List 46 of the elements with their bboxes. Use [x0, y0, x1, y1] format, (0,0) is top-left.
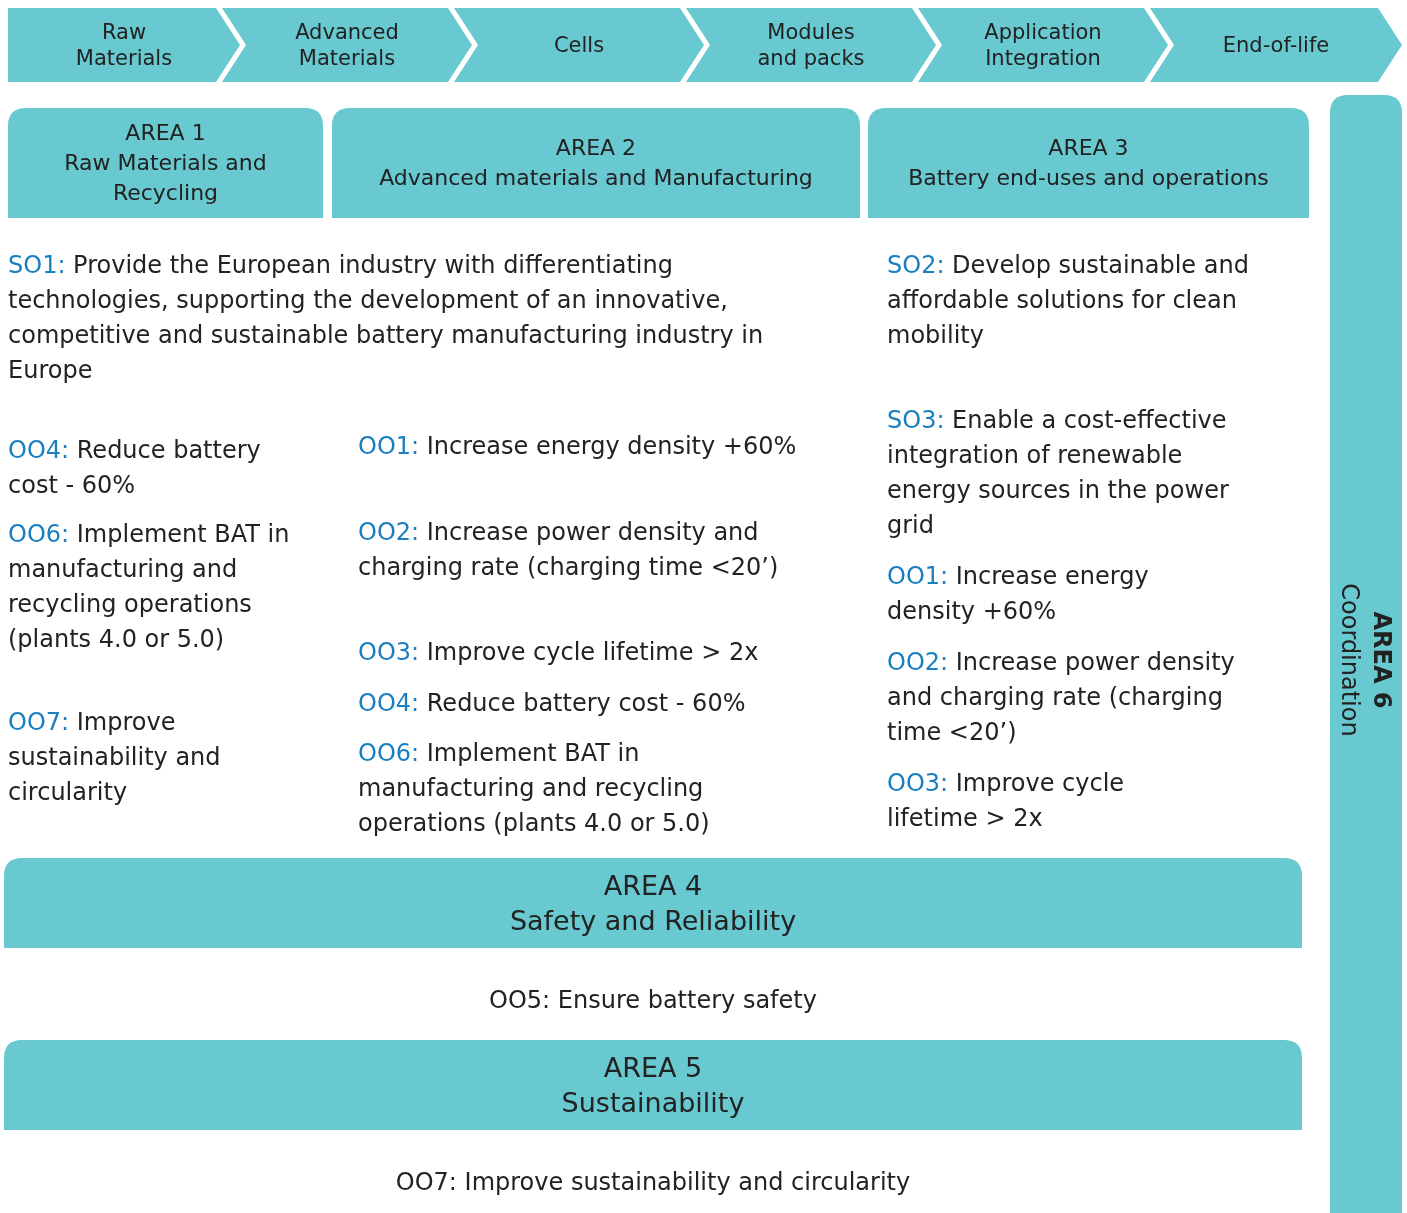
area-name: Raw Materials and Recycling	[63, 149, 268, 207]
stage-label: Advanced Materials	[294, 19, 400, 71]
process-stage	[454, 8, 704, 82]
area-title: AREA 6	[1367, 610, 1397, 711]
process-stage	[222, 8, 472, 82]
objective-text: OO3: Improve cycle lifetime > 2x	[887, 768, 1126, 834]
objective-text: OO3: Improve cycle lifetime > 2x	[358, 637, 760, 668]
area-header	[4, 1040, 1302, 1130]
coordination-band	[1330, 95, 1402, 1213]
objective-text: OO2: Increase power density and charging rate (charging time <20’)	[358, 517, 780, 583]
stage-label: Cells	[552, 32, 606, 58]
objective-text: OO7: Improve sustainability and circularity	[8, 707, 222, 808]
area-name: Sustainability	[561, 1086, 745, 1120]
stage-label: End-of-life	[1221, 32, 1331, 58]
objective-text: OO2: Increase power density and charging rate (charging time <20’)	[887, 647, 1236, 748]
area-name: Advanced materials and Manufacturing	[378, 164, 814, 192]
area-name: Coordination	[1335, 583, 1365, 737]
objective-text: OO4: Reduce battery cost - 60%	[358, 688, 747, 719]
objective-text: OO5: Ensure battery safety	[488, 985, 818, 1016]
area-name: Battery end-uses and operations	[907, 164, 1270, 192]
area-title: AREA 2	[554, 134, 638, 162]
stage-label: Raw Materials	[74, 19, 174, 71]
area-header	[332, 108, 860, 218]
area-name: Safety and Reliability	[509, 904, 797, 938]
area-title: AREA 3	[1047, 134, 1130, 162]
area-title: AREA 4	[602, 869, 704, 903]
objective-text: SO3: Enable a cost-effective integration of renewable energy sources in the power grid	[887, 405, 1230, 541]
process-stage	[918, 8, 1168, 82]
objective-text: OO6: Implement BAT in manufacturing and recycling operations (plants 4.0 or 5.0)	[8, 519, 291, 655]
objective-text: OO4: Reduce battery cost - 60%	[8, 435, 262, 501]
area-header	[868, 108, 1309, 218]
objective-text: OO7: Improve sustainability and circularity	[394, 1167, 912, 1198]
objective-text: OO1: Increase energy density +60%	[358, 431, 798, 462]
objective-text: OO1: Increase energy density +60%	[887, 561, 1150, 627]
area-header	[4, 858, 1302, 948]
stage-label: Application Integration	[983, 19, 1103, 71]
process-stage	[8, 8, 240, 82]
area-title: AREA 5	[602, 1051, 704, 1085]
objective-text: SO1: Provide the European industry with differentiating technologies, supporting the development of an innovative, competitive and sustainable battery manufacturing industry in Europe	[8, 250, 765, 386]
process-stage	[1150, 8, 1402, 82]
process-stage	[686, 8, 936, 82]
area-header	[8, 108, 323, 218]
stage-label: Modules and packs	[756, 19, 866, 71]
area-title: AREA 1	[124, 119, 207, 147]
objective-text: OO6: Implement BAT in manufacturing and recycling operations (plants 4.0 or 5.0)	[358, 738, 711, 839]
objective-text: SO2: Develop sustainable and affordable solutions for clean mobility	[887, 250, 1250, 351]
